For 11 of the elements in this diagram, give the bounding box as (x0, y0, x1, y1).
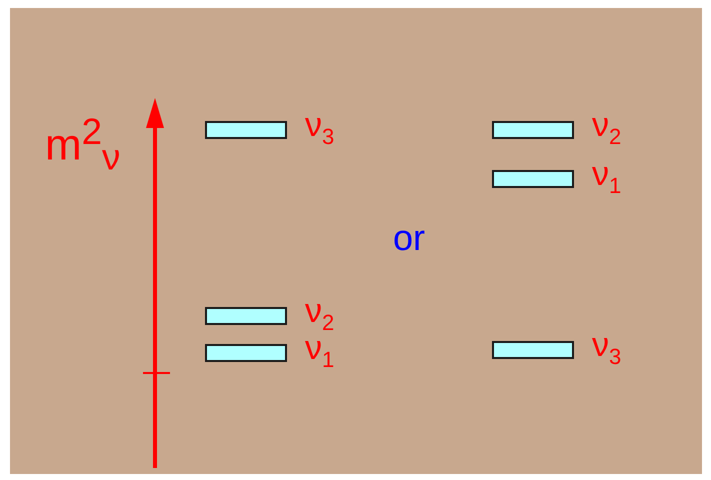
energy-level-bar (205, 307, 287, 325)
level-label: ν$_{2}$ (592, 107, 622, 151)
level-label: ν$_{1}$ (592, 156, 622, 200)
energy-level-bar (205, 121, 287, 139)
energy-level-bar (205, 344, 287, 362)
level-label: ν$_{3}$ (305, 107, 334, 151)
level-label: ν$_{3}$ (592, 327, 622, 371)
energy-level-bar (492, 121, 574, 139)
or-text: or (393, 218, 426, 258)
energy-level-bar (492, 170, 574, 188)
energy-level-bar (492, 341, 574, 359)
